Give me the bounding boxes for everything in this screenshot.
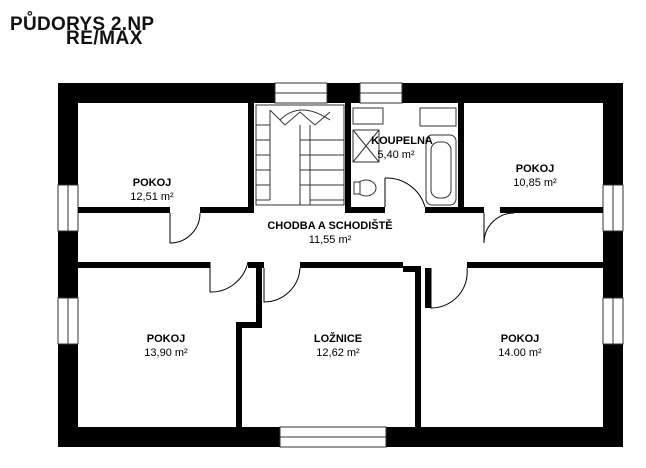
- brand-logo-text: RE/MAX: [66, 28, 143, 49]
- room-area-koupelna: 5,40 m²: [377, 149, 415, 161]
- room-name-pokoj-se: POKOJ: [501, 333, 540, 345]
- door-sw-room: [209, 261, 249, 293]
- room-name-pokoj-ne: POKOJ: [516, 163, 555, 175]
- washbasin-right: [419, 107, 457, 127]
- door-ne-room: [483, 212, 515, 244]
- room-name-koupelna: KOUPELNA: [371, 135, 433, 147]
- room-area-pokoj-se: 14.00 m²: [498, 347, 542, 359]
- room-labels: POKOJ 12,51 m² KOUPELNA 5,40 m² POKOJ 10…: [130, 135, 557, 359]
- door-nw-room: [169, 212, 201, 244]
- room-name-pokoj-sw: POKOJ: [147, 333, 186, 345]
- staircase: [255, 104, 345, 206]
- room-name-loznice: LOŽNICE: [314, 332, 362, 345]
- room-area-chodba: 11,55 m²: [309, 234, 352, 246]
- room-name-chodba: CHODBA A SCHODIŠTĚ: [267, 219, 392, 232]
- washbasin-left: [352, 107, 384, 125]
- door-bedroom: [263, 267, 301, 303]
- room-area-loznice: 12,62 m²: [316, 347, 360, 359]
- door-swings: [169, 177, 515, 309]
- room-name-pokoj-nw: POKOJ: [133, 177, 172, 189]
- room-area-pokoj-sw: 13,90 m²: [144, 347, 188, 359]
- page-title: PŮDORYS 2.NP: [10, 14, 155, 35]
- bathroom-fixtures: [352, 107, 457, 206]
- room-area-pokoj-nw: 12,51 m²: [130, 191, 174, 203]
- door-bathroom: [384, 177, 426, 208]
- interior-walls: [78, 103, 603, 427]
- room-area-pokoj-ne: 10,85 m²: [513, 177, 557, 189]
- door-se-room: [430, 267, 468, 309]
- windows: [57, 82, 624, 448]
